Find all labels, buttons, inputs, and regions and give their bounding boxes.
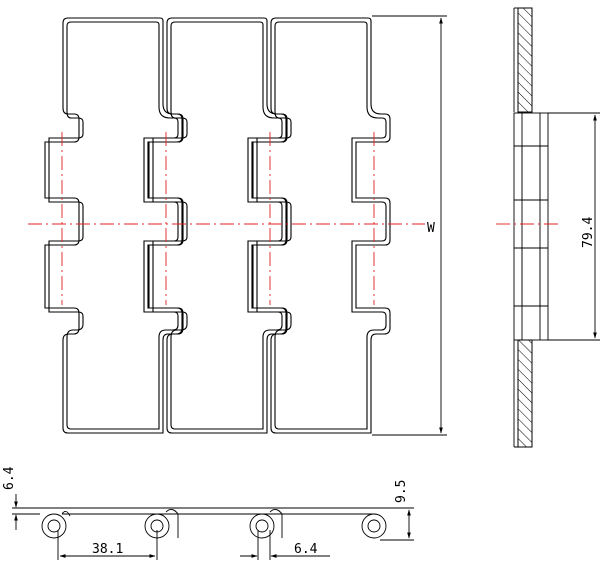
hinge-width-label: 6.4 [294, 542, 318, 557]
hinge-width-dimension: 6.4 [240, 530, 330, 560]
pitch-dimension: 38.1 [57, 530, 158, 560]
thickness-top-label: 6.4 [2, 466, 17, 490]
thickness-dimension-left: 6.4 [2, 466, 62, 530]
chain-plate-2 [148, 17, 287, 434]
top-view: W [28, 15, 447, 436]
hinge-loop-3 [249, 513, 275, 539]
hinge-loop-4 [361, 513, 387, 539]
height-right-label: 9.5 [394, 480, 409, 503]
pitch-label: 38.1 [92, 542, 123, 557]
width-label: W [427, 221, 435, 236]
bottom-view: 6.4 9.5 38.1 6.4 [2, 466, 414, 560]
hinge-loop-1 [41, 513, 67, 539]
side-view: 79.4 [496, 7, 600, 448]
height-dimension-right: 9.5 [374, 480, 414, 541]
side-height-dimension: 79.4 [548, 112, 600, 341]
width-dimension: W [372, 15, 447, 436]
side-height-label: 79.4 [581, 217, 596, 248]
chain-plate-1 [44, 17, 183, 434]
chain-plate-3 [252, 17, 391, 434]
